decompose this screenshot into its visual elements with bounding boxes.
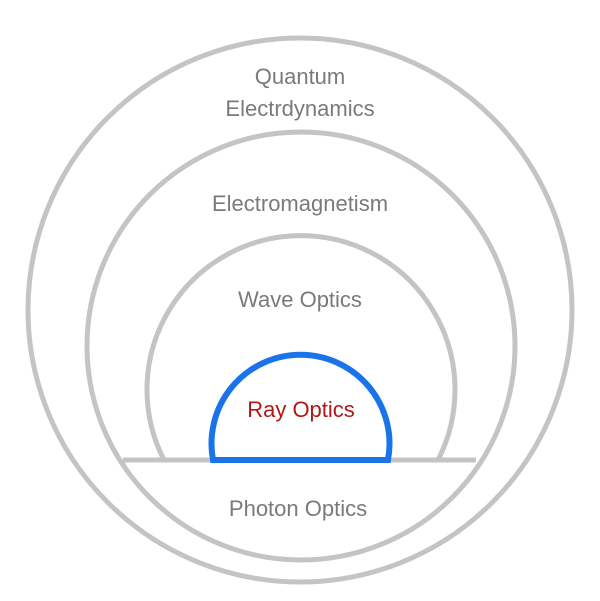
qed-label-line1: Quantum	[255, 64, 346, 89]
electromagnetism-circle	[84, 129, 518, 563]
photon-optics-label: Photon Optics	[229, 496, 367, 521]
qed-circle	[25, 35, 575, 585]
ray-optics-label: Ray Optics	[247, 397, 355, 422]
ray-optics-dome	[208, 351, 393, 463]
qed-label-line2: Electrdynamics	[225, 96, 374, 121]
electromagnetism-label: Electromagnetism	[212, 191, 388, 216]
wave-optics-label: Wave Optics	[238, 287, 362, 312]
wave-optics-arc	[144, 233, 458, 462]
